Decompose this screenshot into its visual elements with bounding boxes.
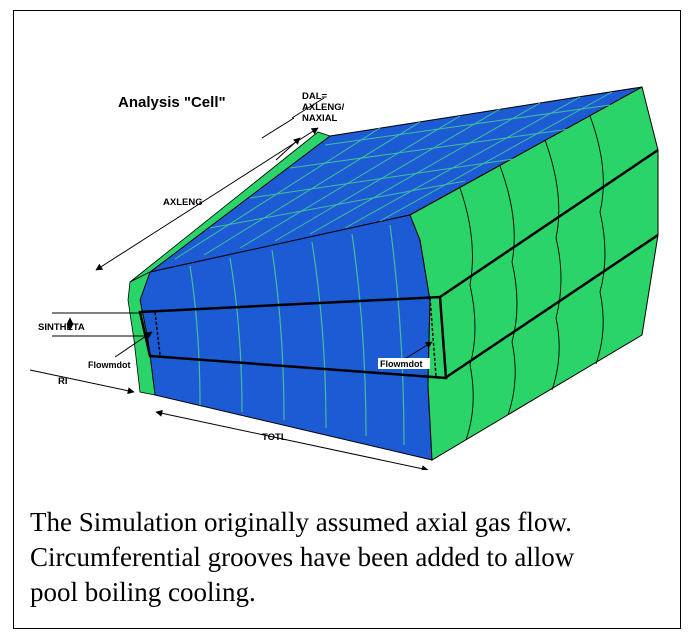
caption-line-2: Circumferential grooves have been added … <box>30 542 575 572</box>
flowmdot-right-label: Flowmdot <box>380 359 423 369</box>
dal-label-line2: AXLENG/ <box>302 102 345 113</box>
dal-label-line3: NAXIAL <box>302 113 338 124</box>
side-grid <box>459 115 606 441</box>
caption-line-1: The Simulation originally assumed axial … <box>30 507 572 537</box>
right-side-face <box>409 86 659 461</box>
ri-label: RI <box>58 376 68 387</box>
front-grid <box>189 224 405 446</box>
analysis-cell-slice <box>138 295 448 380</box>
dimension-lines <box>29 97 433 470</box>
diagram-title: Analysis "Cell" <box>118 94 226 111</box>
totl-label: TOTL <box>262 432 287 443</box>
caption: The Simulation originally assumed axial … <box>30 505 670 610</box>
axleng-label: AXLENG <box>163 197 203 208</box>
side-bands <box>439 148 659 380</box>
caption-line-3: pool boiling cooling. <box>30 577 256 607</box>
dal-label-line1: DAL= <box>302 91 328 102</box>
sintheta-label: SINTHETA <box>38 322 85 333</box>
flowmdot-right-label-bg <box>378 358 430 369</box>
analysis-cell-diagram: Analysis "Cell" DAL= AXLENG/ NAXIAL AXLE… <box>29 86 659 470</box>
flowmdot-left-label: Flowmdot <box>88 360 131 370</box>
